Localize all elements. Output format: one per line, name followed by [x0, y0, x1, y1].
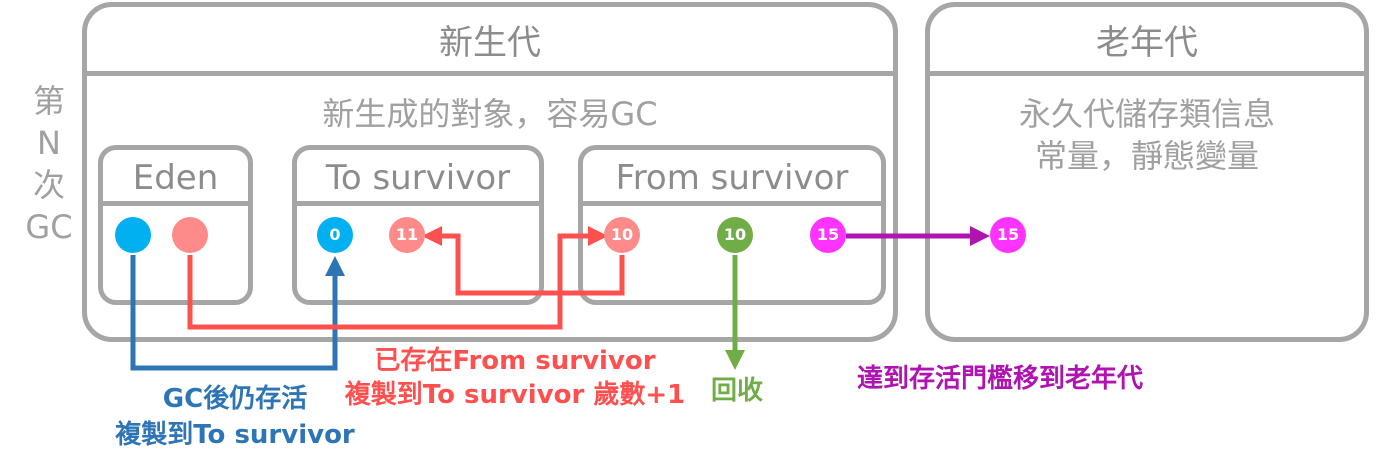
to-survivor-divider: [297, 201, 539, 206]
from-object-age15: 15: [810, 217, 846, 253]
old-generation-subtitle-line2: 常量，靜態變量: [1034, 137, 1259, 175]
to-object-age11: 11: [389, 217, 425, 253]
old-generation-subtitle-line1: 永久代儲存類信息: [1018, 95, 1275, 133]
green-caption: 回收: [710, 376, 763, 406]
from-object-age10-red: 10: [604, 217, 640, 253]
magenta-caption: 達到存活門檻移到老年代: [856, 364, 1143, 394]
blue-copy-arrow: [130, 255, 345, 371]
old-generation-box: 老年代 永久代儲存類信息 常量，靜態變量: [925, 2, 1369, 342]
from-survivor-title: From survivor: [615, 158, 849, 198]
old-generation-divider: [930, 71, 1364, 76]
young-generation-title: 新生代: [439, 23, 541, 63]
old-generation-title: 老年代: [1096, 23, 1198, 63]
red-age-increment-arrow: [422, 226, 625, 296]
old-object-age15: 15: [990, 217, 1026, 253]
eden-object-red: [172, 217, 208, 253]
to-survivor-title: To survivor: [325, 158, 511, 198]
young-generation-divider: [87, 71, 893, 76]
blue-caption-line2: 複製到To survivor: [115, 420, 355, 450]
from-object-age10-green: 10: [717, 217, 753, 253]
to-object-age0: 0: [317, 217, 353, 253]
gc-label-char-4: GC: [25, 208, 73, 246]
eden-object-blue: [115, 217, 151, 253]
eden-title: Eden: [132, 158, 219, 198]
blue-caption-line1: GC後仍存活: [162, 384, 308, 414]
eden-divider: [103, 201, 248, 206]
from-survivor-divider: [583, 201, 881, 206]
red-caption-line1: 已存在From survivor: [374, 346, 656, 376]
red-eden-to-from-arrow: [187, 226, 608, 330]
gc-label-char-3: 次: [32, 166, 65, 204]
gc-label-char-1: 第: [32, 82, 65, 120]
gc-count-label: 第 N 次 GC: [18, 80, 80, 248]
red-caption-line2: 複製到To survivor 歲數+1: [344, 380, 686, 410]
young-generation-subtitle: 新生成的對象，容易GC: [322, 95, 658, 133]
gc-label-char-2: N: [37, 124, 61, 162]
